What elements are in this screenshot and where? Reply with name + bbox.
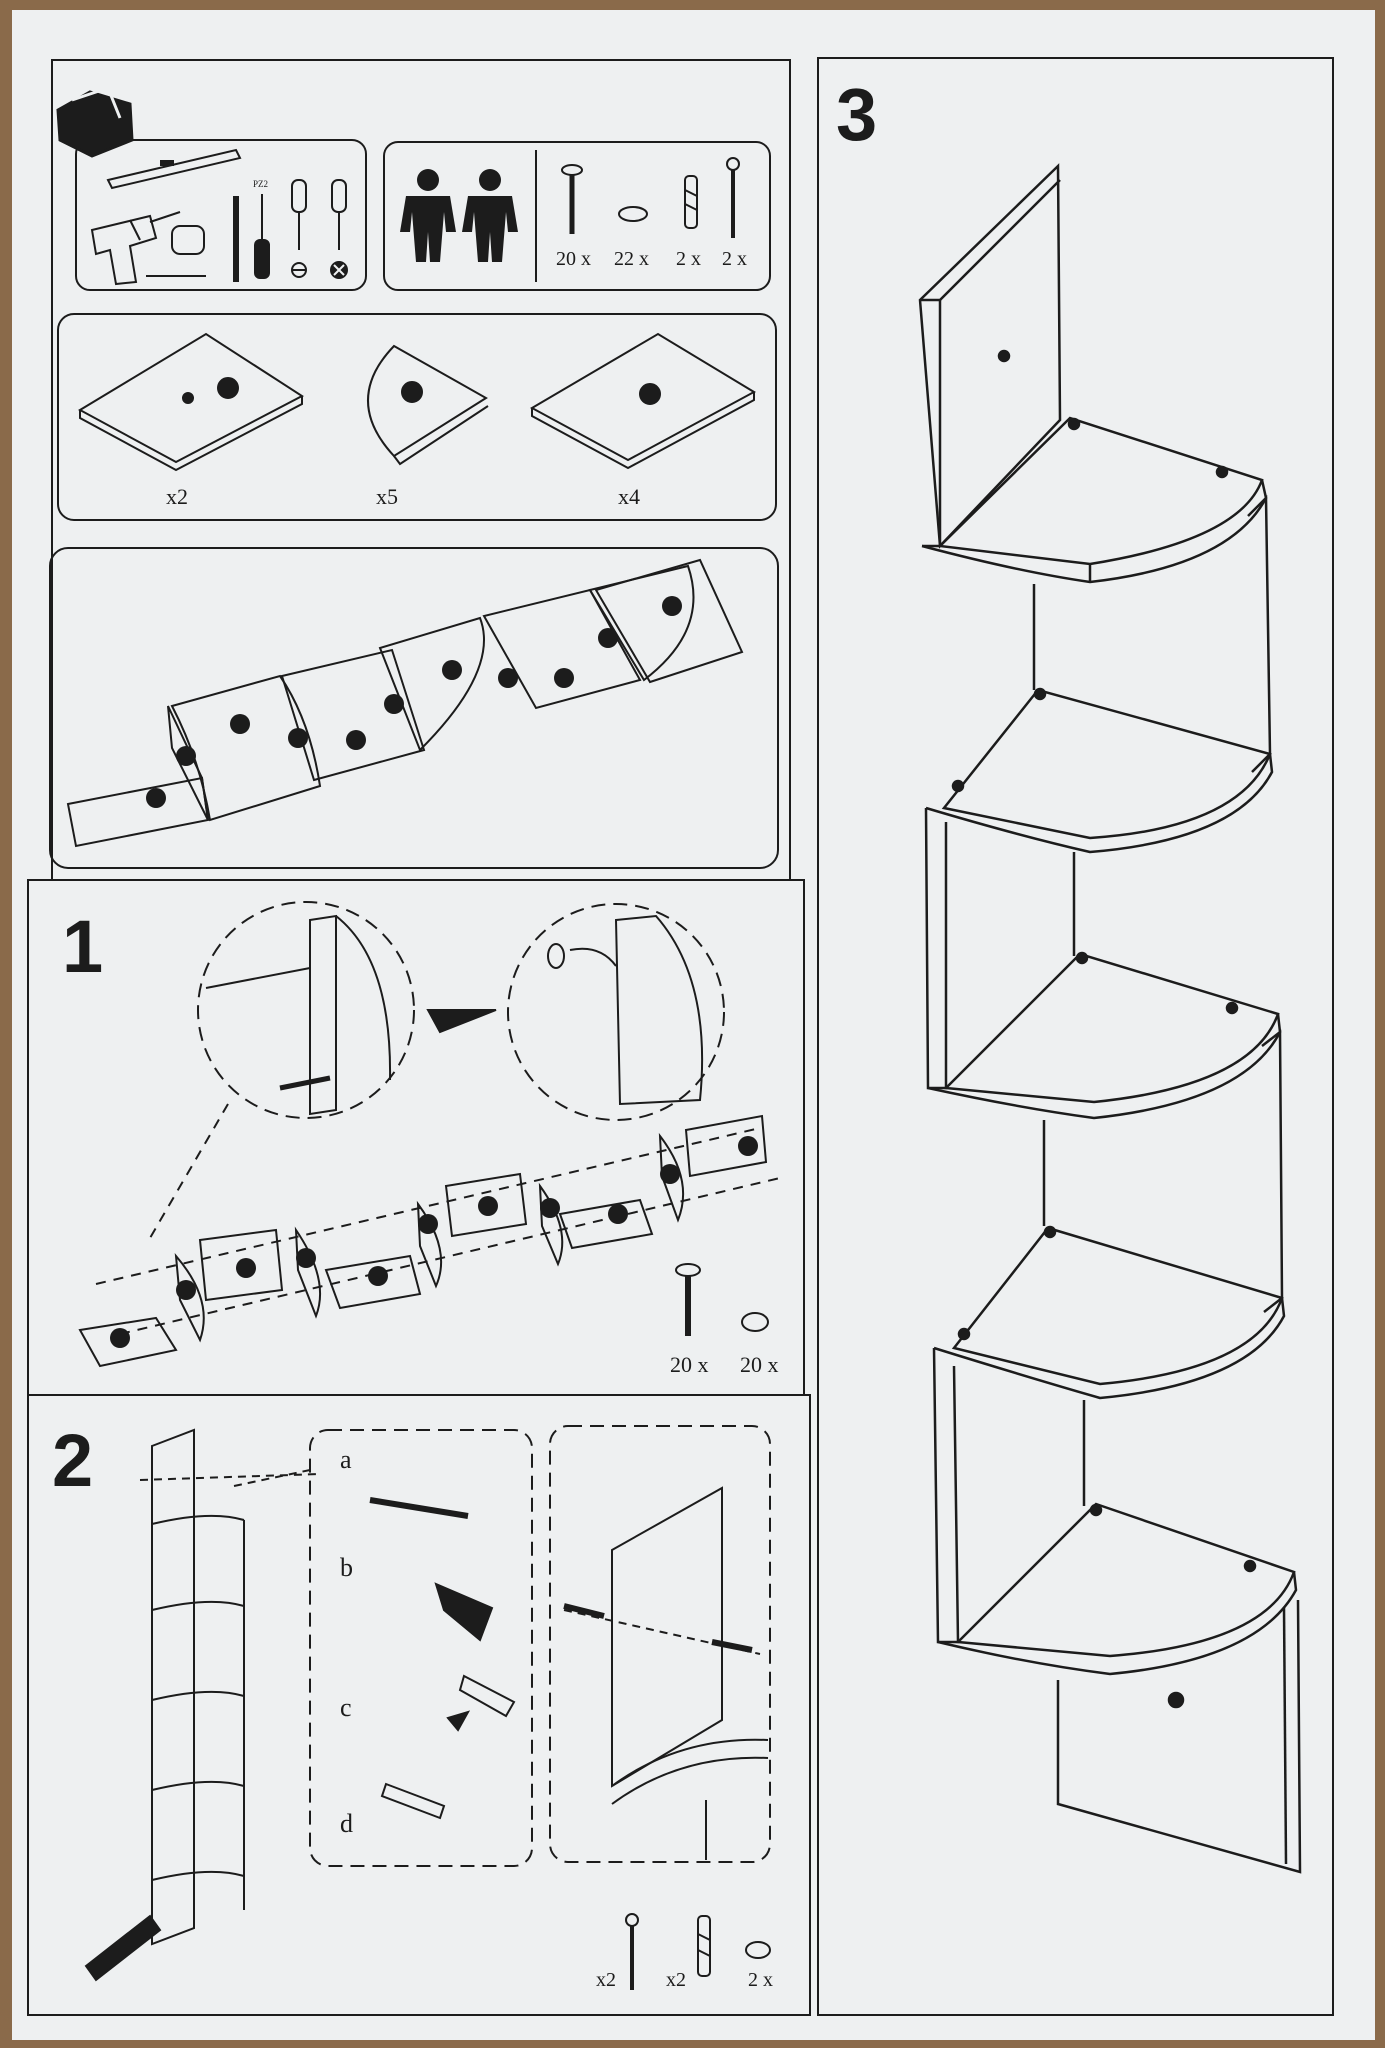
parts-panel: x2 x5 x4 xyxy=(57,313,777,521)
right-column-frame xyxy=(817,57,1334,2016)
step2-label-d: d xyxy=(340,1809,353,1838)
screw-count: 20 x xyxy=(556,248,591,270)
step2-washer-count: 2 x xyxy=(748,1969,773,1991)
flathead-screwdriver-icon xyxy=(291,179,307,278)
arrow-next-icon xyxy=(426,1009,497,1034)
step2-wall-detail xyxy=(549,1425,771,1863)
toolbox-icon xyxy=(56,86,134,158)
step-2-number: 2 xyxy=(52,1419,93,1502)
wall-screw-icon xyxy=(726,157,740,238)
step2-label-b: b xyxy=(340,1553,353,1582)
step2-anchor-count: x2 xyxy=(666,1969,686,1991)
step2-washer-icon xyxy=(745,1941,771,1959)
step1-screw-count: 20 x xyxy=(670,1352,709,1377)
part-1-qty: x2 xyxy=(166,484,188,509)
pz2-label: PZ2 xyxy=(253,179,268,189)
screwdriver-pz2-icon: PZ2 xyxy=(253,179,270,279)
step2-panel xyxy=(27,1394,811,2016)
drill-icon xyxy=(90,211,181,286)
overview-panel xyxy=(49,547,779,869)
step1-detail-callout xyxy=(149,901,725,1239)
part-2-shelf xyxy=(367,344,489,466)
step2-label-a: a xyxy=(340,1445,352,1474)
step-3-number: 3 xyxy=(836,73,877,156)
two-persons-icon xyxy=(400,169,518,262)
step1-screw-icon xyxy=(675,1263,701,1336)
washer-count: 22 x xyxy=(614,248,649,270)
anchor-count: 2 x xyxy=(676,248,701,270)
part-3-board xyxy=(529,332,757,470)
spirit-level-icon xyxy=(106,148,242,190)
part-2-qty: x5 xyxy=(376,484,398,509)
paper xyxy=(12,10,1375,2040)
step2-screw-count: x2 xyxy=(596,1969,616,1991)
step2-mini-shelf xyxy=(84,1428,321,1982)
step2-label-c: c xyxy=(340,1693,352,1722)
tape-measure-icon xyxy=(146,225,206,277)
washer-icon xyxy=(618,206,648,222)
tools-panel: PZ2 xyxy=(56,86,367,291)
step1-exploded-shelves xyxy=(78,1114,781,1368)
hardware-panel: 20 x 22 x 2 x 2 x xyxy=(383,141,771,291)
phillips-screwdriver-not-allowed-icon xyxy=(330,179,348,279)
assembled-corner-shelf xyxy=(918,163,1302,1874)
wall-anchor-icon xyxy=(684,175,698,229)
step2-drill-steps-panel xyxy=(233,1429,533,1867)
part-3-qty: x4 xyxy=(618,484,640,509)
screw-icon xyxy=(561,164,583,234)
step2-anchor-icon xyxy=(697,1915,711,1977)
step2-wall-screw-icon xyxy=(625,1913,639,1990)
wall-screw-count: 2 x xyxy=(722,248,747,270)
step-1-number: 1 xyxy=(62,905,103,988)
step1-washer-count: 20 x xyxy=(740,1352,779,1377)
part-1-board xyxy=(77,332,304,472)
step1-washer-icon xyxy=(741,1312,769,1332)
